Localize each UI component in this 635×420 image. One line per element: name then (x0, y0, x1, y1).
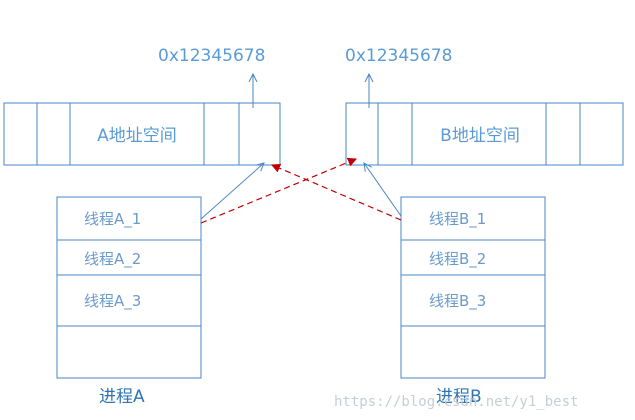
dashed-arrow-a1-to-space-b (200, 159, 356, 224)
dashed-arrow-b1-to-space-a (272, 165, 402, 221)
thread-b-2: 线程B_2 (429, 250, 486, 269)
process-a-box: 线程A_1 线程A_2 线程A_3 (56, 196, 202, 379)
address-space-b-label: B地址空间 (440, 126, 520, 146)
thread-a-2: 线程A_2 (84, 250, 141, 269)
arrow-thread-a1-to-space-a (200, 163, 264, 220)
thread-b-3: 线程B_3 (429, 292, 486, 311)
process-b-box: 线程B_1 线程B_2 线程B_3 (400, 196, 546, 379)
thread-b-1: 线程B_1 (429, 210, 486, 229)
address-label-a: 0x12345678 (158, 46, 265, 66)
process-a-label: 进程A (99, 387, 145, 407)
address-space-b: B地址空间 (345, 102, 624, 166)
watermark-text: https://blog.csdn.net/y1_best (334, 394, 578, 410)
thread-a-1: 线程A_1 (84, 210, 141, 229)
address-space-a-label: A地址空间 (97, 126, 177, 146)
arrow-thread-b1-to-space-b (364, 163, 402, 217)
process-b-label: 进程B (436, 387, 482, 407)
address-space-a: A地址空间 (3, 102, 281, 166)
address-label-b: 0x12345678 (345, 46, 452, 66)
thread-a-3: 线程A_3 (84, 292, 141, 311)
